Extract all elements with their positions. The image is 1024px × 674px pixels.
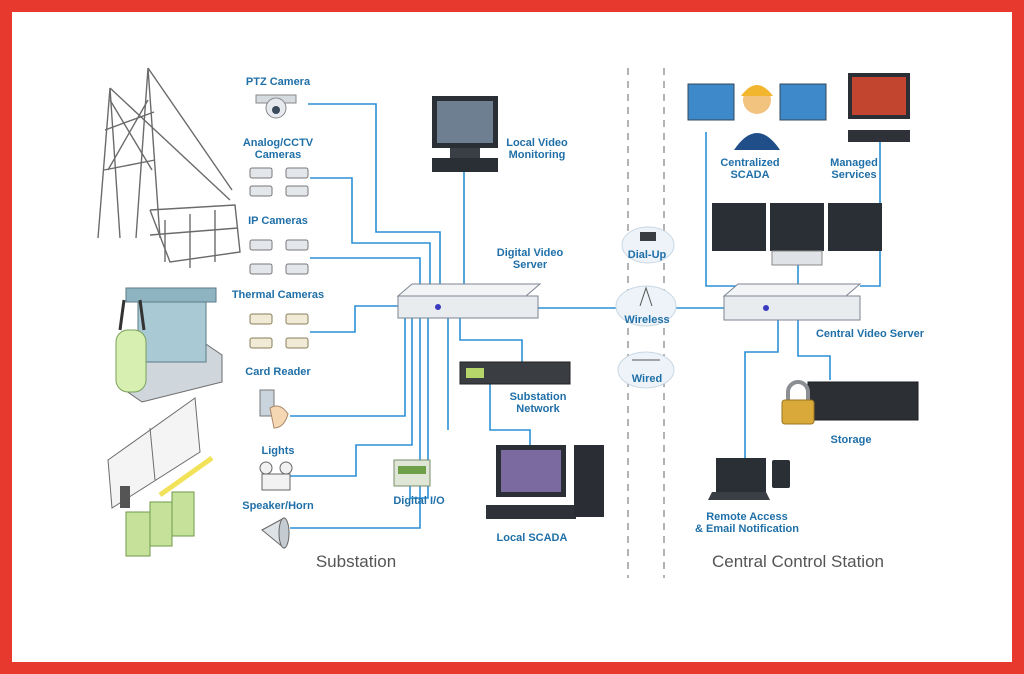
wireless-label: Wireless bbox=[624, 314, 670, 326]
ip-cameras-label: IP Cameras bbox=[248, 215, 308, 227]
thermal-camera-icons bbox=[249, 313, 309, 349]
managed-services-label: Managed Services bbox=[830, 157, 878, 181]
lock-icon bbox=[781, 380, 815, 425]
dial-up-cloud-icon bbox=[621, 226, 675, 264]
analog-camera-icons bbox=[249, 167, 309, 197]
digital-video-server-label: Digital Video Server bbox=[496, 247, 564, 271]
card-reader-label: Card Reader bbox=[245, 366, 311, 378]
digital-io-label: Digital I/O bbox=[393, 495, 445, 507]
lights-icon bbox=[259, 461, 293, 491]
central-monitors-icon bbox=[712, 203, 882, 266]
substation-section-title: Substation bbox=[315, 552, 397, 571]
central-control-station-title: Central Control Station bbox=[712, 552, 884, 571]
substation-network-label: Substation Network bbox=[509, 391, 567, 415]
analog-cctv-cameras-label: Analog/CCTV Cameras bbox=[242, 137, 314, 161]
transmission-tower-icon bbox=[97, 67, 241, 268]
dial-up-label: Dial-Up bbox=[627, 249, 667, 261]
digital-io-icon bbox=[393, 459, 431, 487]
ptz-camera-icon bbox=[255, 94, 297, 119]
central-video-server-icon bbox=[722, 283, 862, 321]
digital-video-server-icon bbox=[396, 283, 542, 319]
local-scada-workstation-icon bbox=[486, 445, 604, 519]
ip-camera-icons bbox=[249, 239, 309, 275]
lights-label: Lights bbox=[261, 445, 295, 457]
centralized-scada-icon bbox=[687, 83, 827, 150]
remote-access-devices-icon bbox=[708, 458, 790, 500]
speaker-horn-icon bbox=[261, 517, 290, 550]
card-reader-icon bbox=[259, 389, 289, 429]
wired-cloud-icon bbox=[617, 351, 675, 389]
storage-array-icon bbox=[807, 381, 919, 421]
wired-label: Wired bbox=[631, 373, 663, 385]
local-video-monitor-icon bbox=[432, 96, 498, 172]
remote-access-label: Remote Access & Email Notification bbox=[695, 511, 799, 535]
ptz-camera-label: PTZ Camera bbox=[245, 76, 311, 88]
substation-network-switch-icon bbox=[459, 361, 571, 385]
centralized-scada-label: Centralized SCADA bbox=[720, 157, 780, 181]
storage-label: Storage bbox=[830, 434, 872, 446]
local-video-monitoring-label: Local Video Monitoring bbox=[506, 137, 568, 161]
transformer-icon bbox=[115, 287, 223, 403]
thermal-cameras-label: Thermal Cameras bbox=[231, 289, 325, 301]
wireless-cloud-icon bbox=[615, 285, 677, 327]
central-video-server-label: Central Video Server bbox=[815, 328, 924, 340]
managed-services-icon bbox=[848, 73, 910, 142]
local-scada-label: Local SCADA bbox=[496, 532, 568, 544]
speaker-horn-label: Speaker/Horn bbox=[242, 500, 314, 512]
gate-and-cabinets-icon bbox=[107, 397, 214, 557]
network-divider bbox=[627, 68, 665, 578]
